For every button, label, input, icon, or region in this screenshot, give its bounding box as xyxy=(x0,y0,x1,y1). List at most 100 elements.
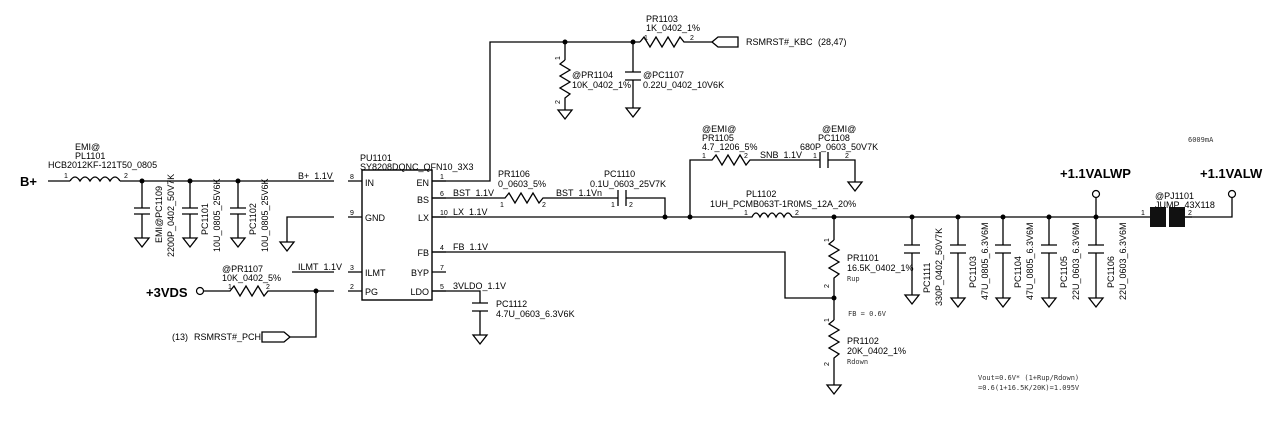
part-value: 4.7U_0603_6.3V6K xyxy=(496,309,575,319)
ground-icon xyxy=(825,384,843,396)
ic-pin-fb: FB xyxy=(417,248,429,258)
ic-pin-num: 2 xyxy=(350,284,354,291)
part-ref: PC1104 xyxy=(1013,256,1023,288)
pin-num: 1 xyxy=(555,56,562,60)
part-tag: @EMI@ xyxy=(822,124,856,134)
resistor-pr1105[interactable]: @EMI@ PR1105 4.7_1206_5% 1 2 xyxy=(702,124,760,167)
junction-dot xyxy=(187,178,193,184)
ic-pin-num: 8 xyxy=(350,174,354,181)
ic-pin-num: 1 xyxy=(440,174,444,181)
ic-pin-gnd: GND xyxy=(365,213,386,223)
pin-num: 1 xyxy=(611,202,615,209)
connector-rsmrst-pch[interactable]: RSMRST#_PCH (13) xyxy=(172,331,292,343)
cap-pc1111[interactable]: PC1111 330P_0402_50V7K xyxy=(904,228,944,306)
part-ref: PC1110 xyxy=(604,169,635,179)
cap-pc1101[interactable]: PC1101 10U_0805_25V6K xyxy=(182,178,222,252)
ic-pin-pg: PG xyxy=(365,287,378,297)
ground-symbols xyxy=(133,107,1105,396)
part-ref: PR1102 xyxy=(847,336,879,346)
part-value: 47U_0805_6.3V6M xyxy=(980,222,990,300)
inductor-pl1101[interactable]: EMI@ PL1101 HCB2012KF-121T50_0805 1 2 xyxy=(48,142,157,183)
net-rsmrst-kbc-ref: (28,47) xyxy=(818,37,847,47)
ic-pin-ldo: LDO xyxy=(410,287,429,297)
part-tag: @EMI@ xyxy=(702,124,736,134)
part-value: 10K_0402_5% xyxy=(222,273,281,283)
pin-num: 1 xyxy=(744,210,748,217)
part-value: JUMP_43X118 xyxy=(1155,200,1215,210)
resistor-pr1102[interactable]: PR1102 20K_0402_1% Rdown 1 2 xyxy=(824,318,906,366)
junction-dot xyxy=(831,214,837,220)
part-ref: PC1111 xyxy=(922,262,932,293)
part-value: 10U_0805_25V6K xyxy=(260,178,270,252)
part-value: 0.22U_0402_10V6K xyxy=(643,80,724,90)
resistor-pr1104[interactable]: @PR1104 10K_0402_1% 1 2 xyxy=(555,56,631,104)
fb-voltage-note: FB = 0.6V xyxy=(848,310,887,318)
ground-icon xyxy=(278,241,296,253)
cap-pc1105[interactable]: PC1105 22U_0603_6.3V6M xyxy=(1041,222,1081,300)
pin-num: 1 xyxy=(228,284,232,291)
junction-dot xyxy=(1000,214,1006,220)
ground-icon xyxy=(994,297,1012,309)
part-ref: PL1102 xyxy=(746,189,776,199)
resistor-pr1101[interactable]: PR1101 16.5K_0402_1% Rup 1 2 xyxy=(824,238,914,288)
ic-pin-num: 3 xyxy=(350,265,354,272)
jumper-pj1101[interactable]: @PJ1101 JUMP_43X118 1 2 xyxy=(1140,191,1215,227)
part-value: 680P_0603_50V7K xyxy=(800,142,878,152)
ground-icon xyxy=(229,237,247,249)
part-ref: @PC1107 xyxy=(643,70,684,80)
cap-pc1106[interactable]: PC1106 22U_0603_6.3V6M xyxy=(1088,222,1128,300)
cap-pc1112[interactable]: PC1112 4.7U_0603_6.3V6K xyxy=(472,299,575,319)
resistor-pr1106[interactable]: PR1106 0_0603_5% 1 2 xyxy=(495,169,546,209)
pin-num: 1 xyxy=(824,238,831,242)
net-lx: LX_1.1V xyxy=(453,207,488,217)
jumper-pad xyxy=(1150,207,1166,227)
cap-pc1104[interactable]: PC1104 47U_0805_6.3V6M xyxy=(995,222,1035,300)
net-rsmrst-pch: RSMRST#_PCH xyxy=(194,332,261,342)
net-fb: FB_1.1V xyxy=(453,242,488,252)
ic-pu1101[interactable]: PU1101 SY8208DQNC_QFN10_3X3 IN GND ILMT … xyxy=(348,153,474,301)
junction-dot xyxy=(235,178,241,184)
part-note: Rdown xyxy=(847,358,868,366)
part-ref: PC1101 xyxy=(200,203,210,235)
pin-num: 1 xyxy=(64,173,68,180)
inductor-pl1102[interactable]: PL1102 1UH_PCMB063T-1R0MS_12A_20% 1 2 xyxy=(710,189,856,219)
ic-part: SY8208DQNC_QFN10_3X3 xyxy=(360,162,474,172)
cap-pc1102[interactable]: PC1102 10U_0805_25V6K xyxy=(230,178,270,252)
part-ref: PC1105 xyxy=(1059,256,1069,288)
pin-num: 2 xyxy=(1188,210,1192,217)
part-note: Rup xyxy=(847,275,860,283)
cap-pc1108[interactable]: @EMI@ PC1108 680P_0603_50V7K 1 2 xyxy=(800,124,878,168)
ground-icon xyxy=(181,237,199,249)
cap-pc1103[interactable]: PC1103 47U_0805_6.3V6M xyxy=(950,222,990,300)
part-value: 10U_0805_25V6K xyxy=(212,178,222,252)
pin-num: 2 xyxy=(124,173,128,180)
part-value: 4.7_1206_5% xyxy=(702,142,758,152)
pin-num: 2 xyxy=(824,284,831,288)
pin-num: 1 xyxy=(813,153,817,160)
net-valw-terminal xyxy=(1227,189,1237,199)
ground-icon xyxy=(133,237,151,249)
part-ref: PR1105 xyxy=(702,133,734,143)
connector-rsmrst-kbc[interactable]: RSMRST#_KBC (28,47) xyxy=(710,36,847,48)
resistor-pr1107[interactable]: @PR1107 10K_0402_5% 1 2 xyxy=(222,264,281,298)
ic-pin-en: EN xyxy=(416,178,429,188)
ic-pin-num: 4 xyxy=(440,245,444,252)
net-valwp: +1.1VALWP xyxy=(1060,166,1131,181)
junction-dot xyxy=(831,295,837,301)
vout-formula-line1: Vout=0.6V* (1+Rup/Rdown) xyxy=(978,374,1079,382)
cap-pc1110[interactable]: PC1110 0.1U_0603_25V7K 1 2 xyxy=(590,169,666,209)
resistor-pr1103[interactable]: PR1103 1K_0402_1% 1 2 xyxy=(639,14,700,49)
part-ref: PR1106 xyxy=(498,169,530,179)
part-ref: PR1101 xyxy=(847,253,879,263)
part-value: 47U_0805_6.3V6M xyxy=(1025,222,1035,300)
part-ref: PC1103 xyxy=(968,256,978,288)
cap-pc1109[interactable]: EMI@PC1109 2200P_0402_50V7K xyxy=(134,174,176,257)
net-ilmt: ILMT_1.1V xyxy=(298,262,342,272)
junction-dot xyxy=(909,214,915,220)
part-value: 1K_0402_1% xyxy=(646,23,700,33)
ic-pin-num: 5 xyxy=(440,284,444,291)
junction-dot xyxy=(687,214,693,220)
part-ref: PC1108 xyxy=(818,133,850,143)
cap-pc1107[interactable]: @PC1107 0.22U_0402_10V6K xyxy=(625,70,724,90)
